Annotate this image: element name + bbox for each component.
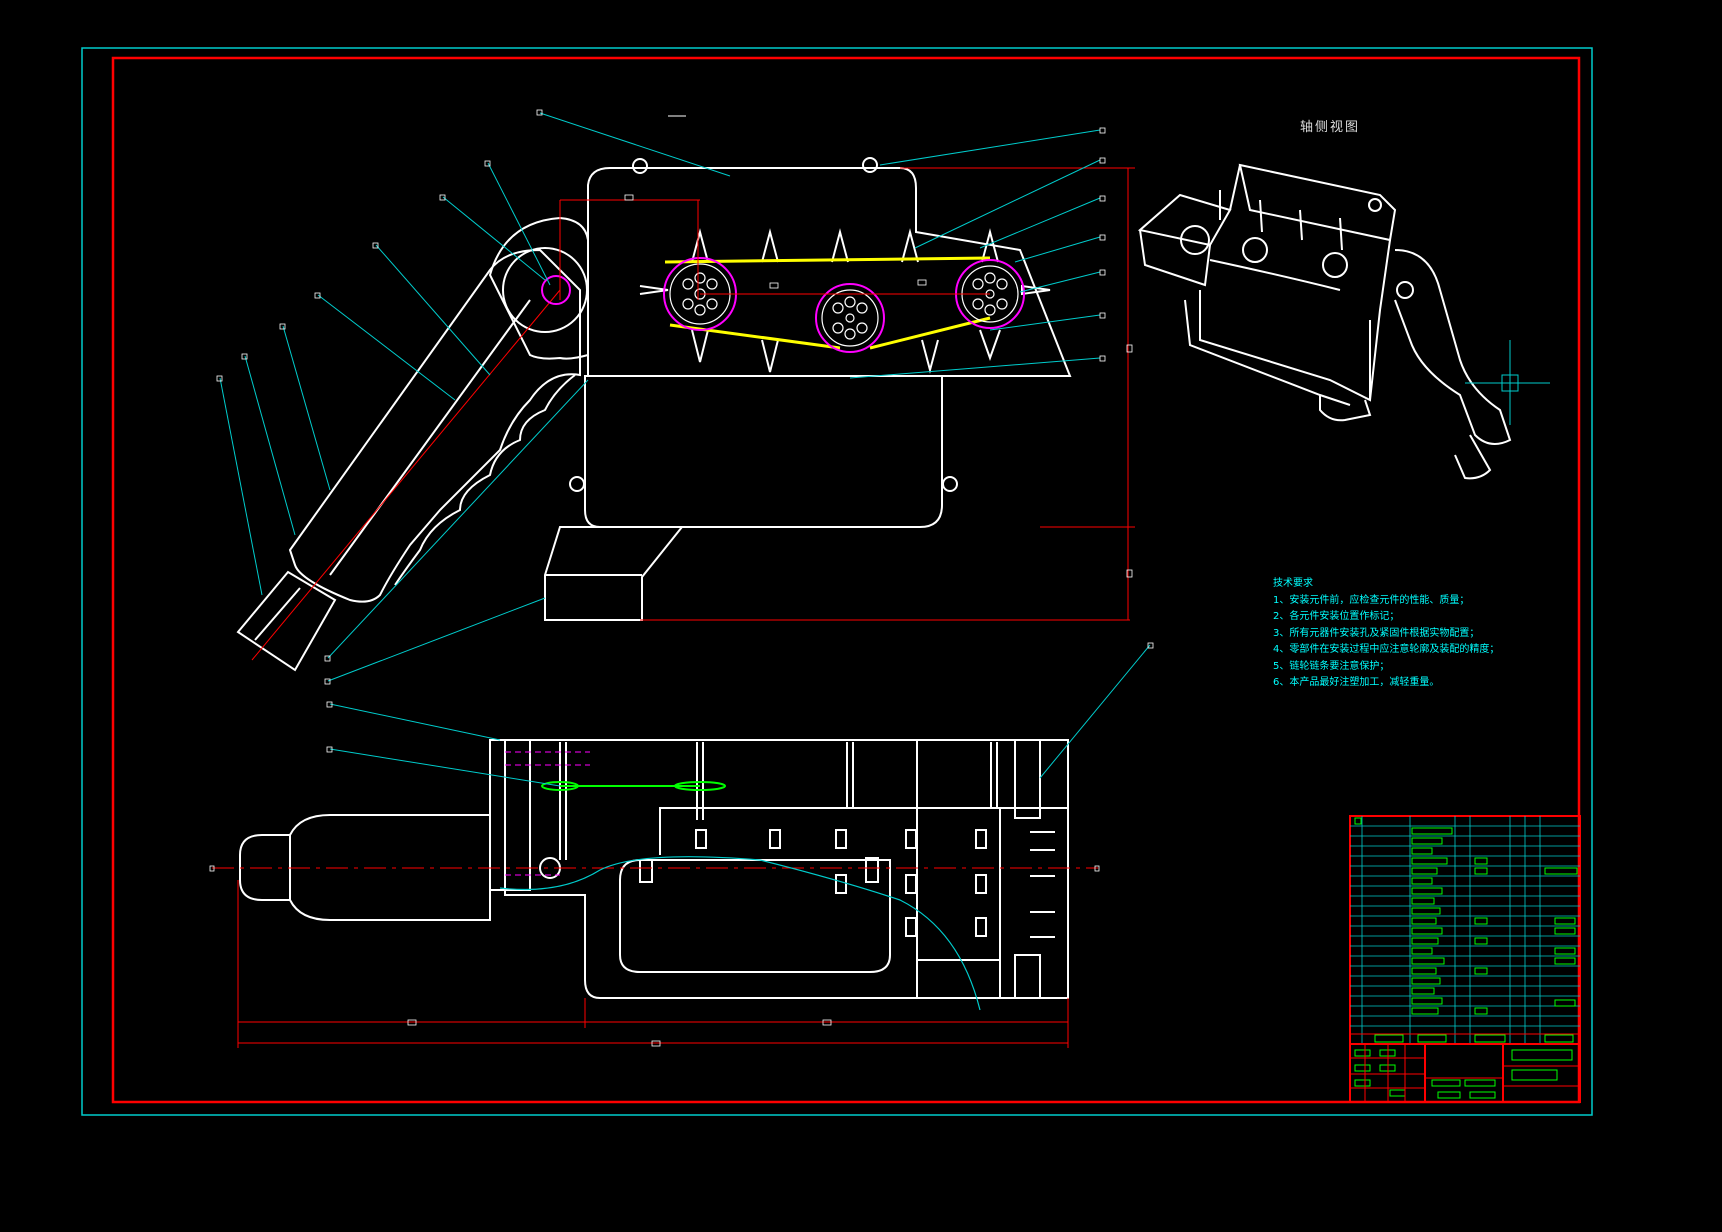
technical-requirements: 技术要求 1、安装元件前，应检查元件的性能、质量； 2、各元件安装位置作标记； … (1273, 576, 1499, 692)
leader-lines-top (329, 644, 1151, 787)
isometric-view-title: 轴侧视图 (1300, 120, 1361, 135)
front-dimensions (559, 167, 1135, 621)
top-view-dimensions (237, 880, 1069, 1048)
top-view-hidden (505, 751, 590, 876)
outer-frame (81, 47, 1593, 1116)
tech-requirement-item: 3、所有元器件安装孔及紧固件根据实物配置； (1273, 627, 1480, 639)
inner-frame (111, 56, 1581, 1104)
tech-requirement-item: 2、各元件安装位置作标记； (1273, 611, 1400, 622)
isometric-view (1137, 163, 1512, 480)
top-view-pulleys (541, 781, 726, 791)
tech-requirements-heading: 技术要求 (1273, 578, 1313, 589)
leader-tags-top (209, 642, 1154, 1047)
title-block (1349, 815, 1581, 1103)
leader-tags-front (216, 109, 1133, 685)
tech-requirement-item: 5、链轮链条要注意保护； (1273, 660, 1390, 672)
leader-lines-front (219, 112, 1101, 682)
section-curve (499, 856, 981, 1011)
tech-requirement-item: 1、安装元件前，应检查元件的性能、质量； (1273, 594, 1470, 606)
tech-requirement-item: 6、本产品最好注塑加工，减轻重量。 (1273, 677, 1440, 688)
iso-crosshair (1465, 340, 1550, 425)
chain (664, 256, 991, 350)
tech-requirement-item: 4、零部件在安装过程中应注意轮廓及装配的精度； (1273, 644, 1500, 655)
